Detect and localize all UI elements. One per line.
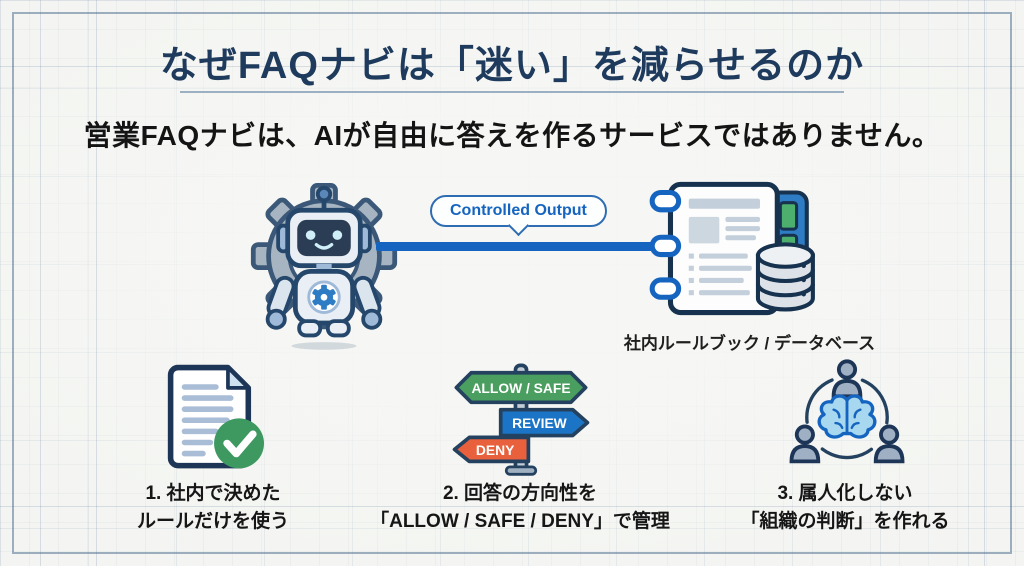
controlled-output-bubble: Controlled Output xyxy=(430,195,607,237)
title-underline xyxy=(180,91,844,93)
robot-in-gear-icon xyxy=(250,183,398,350)
grid-decoration xyxy=(40,0,41,566)
deny-sign: DENY xyxy=(452,435,531,464)
person-icon xyxy=(831,359,863,399)
page-content-lines xyxy=(688,198,760,296)
team-brain-icon xyxy=(789,359,905,464)
point-1-line-2: ルールだけを使う xyxy=(136,510,289,532)
review-sign: REVIEW xyxy=(498,407,590,438)
point-3-line-2: 「組織の判断」を作れる xyxy=(740,510,950,532)
point-2-line-1: 2. 回答の方向性を xyxy=(442,483,598,504)
point-2-caption: 2. 回答の方向性を 「ALLOW / SAFE / DENY」で管理 xyxy=(360,480,680,535)
grid-decoration xyxy=(0,66,1024,67)
rulebook-database-icon xyxy=(649,181,815,316)
page-title: なぜFAQナビは「迷い」を減らせるのか xyxy=(159,45,865,87)
grid-decoration xyxy=(984,0,985,566)
bubble-label: Controlled Output xyxy=(450,202,587,219)
page-subtitle: 営業FAQナビは、AIが自由に答えを作るサービスではありません。 xyxy=(83,120,941,151)
green-tab xyxy=(778,201,799,231)
belly-gear-icon xyxy=(312,284,336,310)
point-1-line-1: 1. 社内で決めた xyxy=(145,483,281,504)
svg-text:ALLOW / SAFE: ALLOW / SAFE xyxy=(471,380,570,396)
check-icon xyxy=(214,418,265,469)
rulebook-check-icon xyxy=(167,364,265,469)
controlled-output-connector xyxy=(376,242,662,251)
brain-icon xyxy=(817,394,877,439)
person-icon xyxy=(789,424,821,464)
spiral-rings xyxy=(649,189,682,300)
svg-text:DENY: DENY xyxy=(476,442,514,458)
collaboration-circle xyxy=(805,375,889,460)
svg-text:REVIEW: REVIEW xyxy=(512,415,567,431)
point-2-line-2: 「ALLOW / SAFE / DENY」で管理 xyxy=(370,510,670,532)
person-icon xyxy=(873,424,905,464)
grid-decoration xyxy=(96,0,97,566)
robot-icon xyxy=(265,185,383,338)
database-label: 社内ルールブック / データベース xyxy=(623,334,876,353)
signpost-icon: ALLOW / SAFE REVIEW DENY xyxy=(452,363,590,476)
point-3-line-1: 3. 属人化しない xyxy=(777,483,913,504)
database-icon xyxy=(755,242,815,312)
signpost-base xyxy=(504,465,538,476)
point-3-caption: 3. 属人化しない 「組織の判断」を作れる xyxy=(700,480,990,535)
allow-safe-sign: ALLOW / SAFE xyxy=(454,370,588,405)
document-text-lines xyxy=(181,384,234,457)
point-1-caption: 1. 社内で決めた ルールだけを使う xyxy=(88,480,338,535)
grid-decoration xyxy=(0,506,1024,507)
